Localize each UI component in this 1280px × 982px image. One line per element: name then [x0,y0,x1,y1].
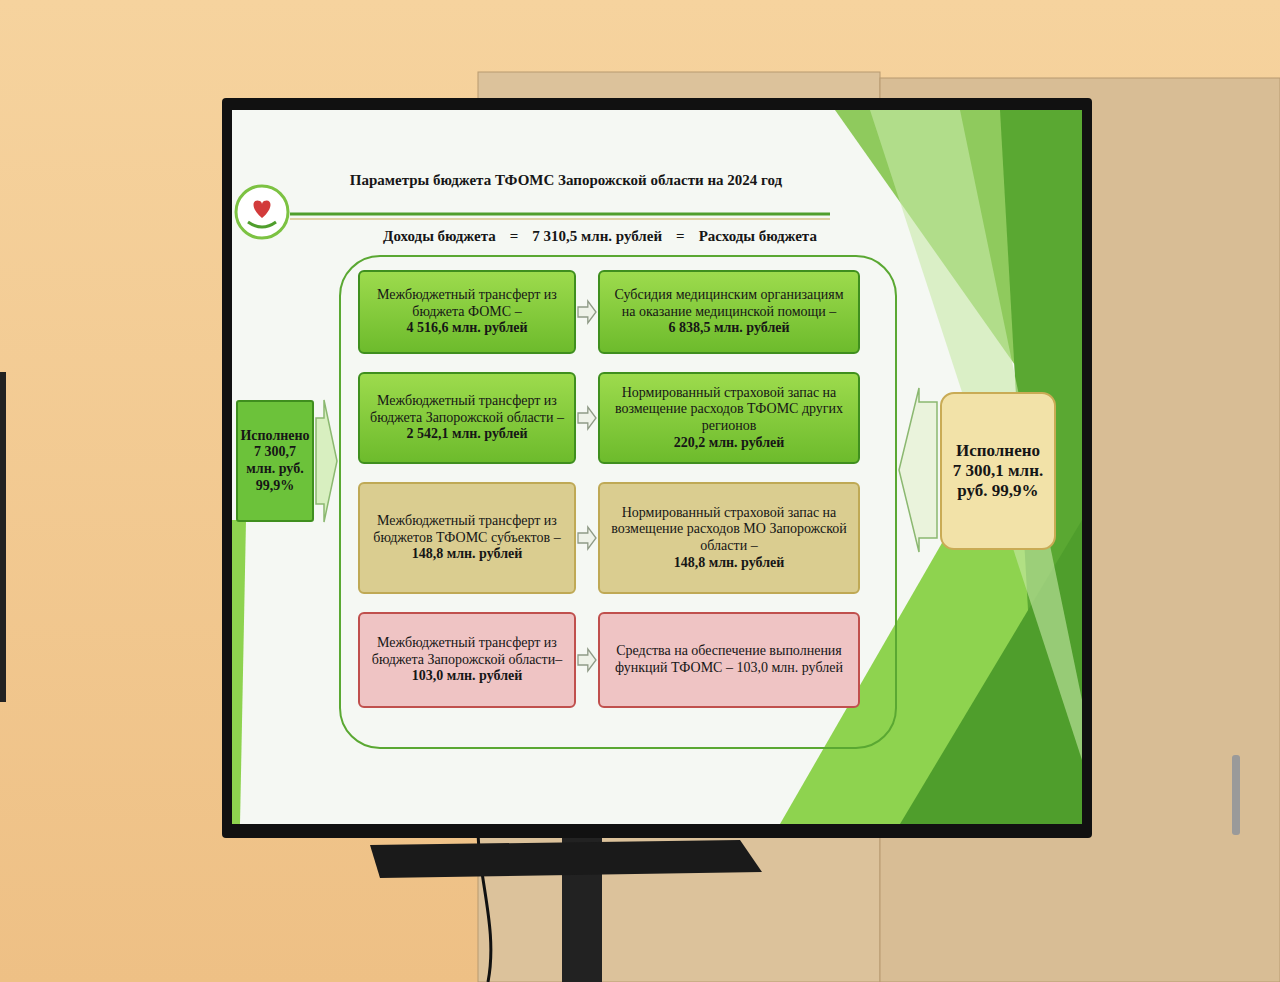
node-text: 2 542,1 млн. рублей [406,426,527,443]
flow-arrow [578,407,596,429]
node-text: 220,2 млн. рублей [674,435,785,452]
income-box: Межбюджетный трансферт из бюджета Запоро… [358,372,576,464]
flow-arrow [578,649,596,671]
income-box: Межбюджетный трансферт из бюджета ФОМС –… [358,270,576,354]
group-outline [340,256,896,748]
node-text: 148,8 млн. рублей [412,546,523,563]
flow-arrow [578,301,596,323]
node-text: Исполнено 7 300,7 млн. руб. 99,9% [240,428,309,494]
header-label: Доходы бюджета [383,228,496,245]
node-text: Межбюджетный трансферт из бюджета Запоро… [368,635,566,668]
node-text: Межбюджетный трансферт из бюджета ФОМС – [368,287,566,320]
node-text: Нормированный страховой запас на возмеще… [608,385,850,435]
expense-box: Субсидия медицинским организациям на ока… [598,270,860,354]
node-text: 148,8 млн. рублей [674,555,785,572]
node-text: 103,0 млн. рублей [412,668,523,685]
expense-box: Средства на обеспечение выполнения функц… [598,612,860,708]
decor [232,520,246,824]
node-text: Субсидия медицинским организациям на ока… [608,287,850,320]
node-text: Средства на обеспечение выполнения функц… [608,643,850,676]
logo-heart [254,200,271,218]
header-label: Расходы бюджета [699,228,817,245]
expense-box: Нормированный страховой запас на возмеще… [598,482,860,594]
node-text: Нормированный страховой запас на возмеще… [608,505,850,555]
expense-box: Нормированный страховой запас на возмеще… [598,372,860,464]
block-arrow [899,388,937,552]
tv-bezel [222,98,1092,838]
screen [232,110,1082,824]
node-text: 4 516,6 млн. рублей [406,320,527,337]
decor [870,110,1082,760]
result-box: Исполнено 7 300,7 млн. руб. 99,9% [236,400,314,522]
block-arrow [316,400,337,522]
header-row: Доходы бюджета = 7 310,5 млн. рублей = Расхо… [340,228,860,245]
node-text: Исполнено 7 300,1 млн. руб. 99,9% [950,441,1046,501]
flow-arrow [578,527,596,549]
title-rule [290,219,830,220]
title-rule [290,213,830,216]
node-text: Межбюджетный трансферт из бюджета Запоро… [368,393,566,426]
result-box: Исполнено 7 300,1 млн. руб. 99,9% [940,392,1056,550]
handle [1232,755,1240,835]
slide-title: Параметры бюджета ТФОМС Запорожской обла… [296,172,836,189]
header-label: 7 310,5 млн. рублей [532,228,662,245]
income-box: Межбюджетный трансферт из бюджетов ТФОМС… [358,482,576,594]
node-text: 6 838,5 млн. рублей [668,320,789,337]
income-box: Межбюджетный трансферт из бюджета Запоро… [358,612,576,708]
stand-shelf [370,840,762,878]
logo [236,186,288,238]
node-text: Межбюджетный трансферт из бюджетов ТФОМС… [368,513,566,546]
frame-edge [0,372,6,702]
header-label: = [676,228,685,245]
header-label: = [510,228,519,245]
logo-hand [248,222,276,227]
